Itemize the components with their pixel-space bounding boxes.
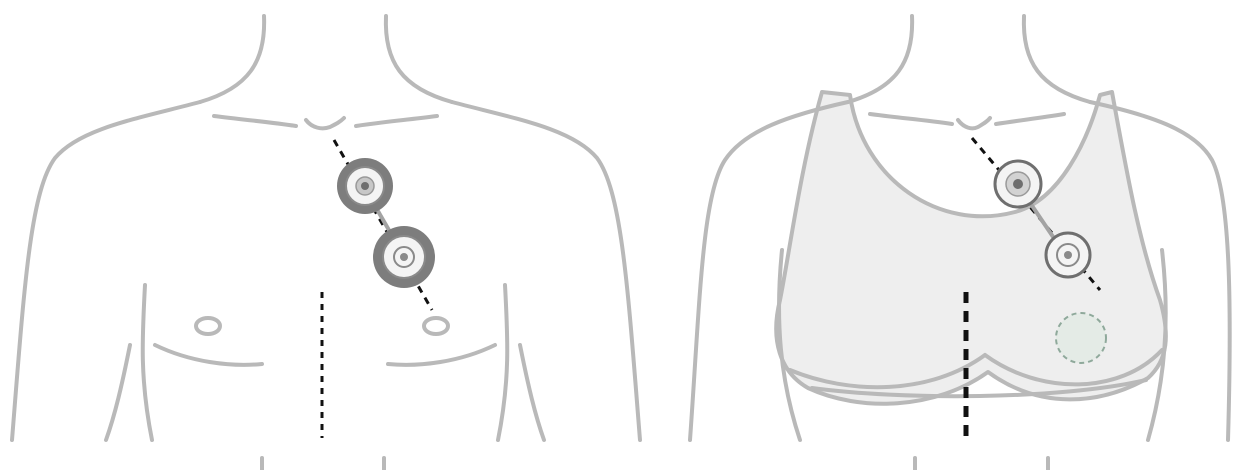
female-neck-right-outline: [1024, 16, 1090, 102]
female-lower-electrode: [1046, 233, 1090, 277]
bra-shape: [776, 92, 1166, 404]
neck-left-outline: [200, 16, 264, 102]
lower-electrode-patch: [373, 226, 435, 288]
right-pectoral-line: [388, 345, 495, 365]
suprasternal-notch: [306, 118, 344, 128]
right-torso-side: [520, 345, 544, 440]
female-suprasternal-notch: [958, 118, 990, 128]
right-nipple: [424, 318, 448, 334]
male-torso-figure: [12, 16, 640, 470]
neck-right-outline: [386, 16, 452, 102]
left-shoulder-arm-outline: [12, 102, 200, 440]
left-torso-side: [106, 345, 130, 440]
left-pectoral-line: [155, 345, 262, 365]
right-clavicle: [356, 116, 437, 126]
left-clavicle: [214, 116, 296, 126]
female-neck-left-outline: [848, 16, 912, 102]
female-torso-figure: [690, 16, 1230, 470]
female-upper-electrode: [995, 161, 1041, 207]
female-left-clavicle: [870, 114, 952, 124]
left-inner-arm-line: [143, 285, 152, 440]
left-nipple: [196, 318, 220, 334]
female-right-clavicle: [996, 114, 1064, 124]
right-shoulder-arm-outline: [452, 102, 640, 440]
right-inner-arm-line: [498, 285, 507, 440]
nipple-location-marker: [1056, 313, 1106, 363]
upper-electrode-patch: [337, 158, 393, 214]
